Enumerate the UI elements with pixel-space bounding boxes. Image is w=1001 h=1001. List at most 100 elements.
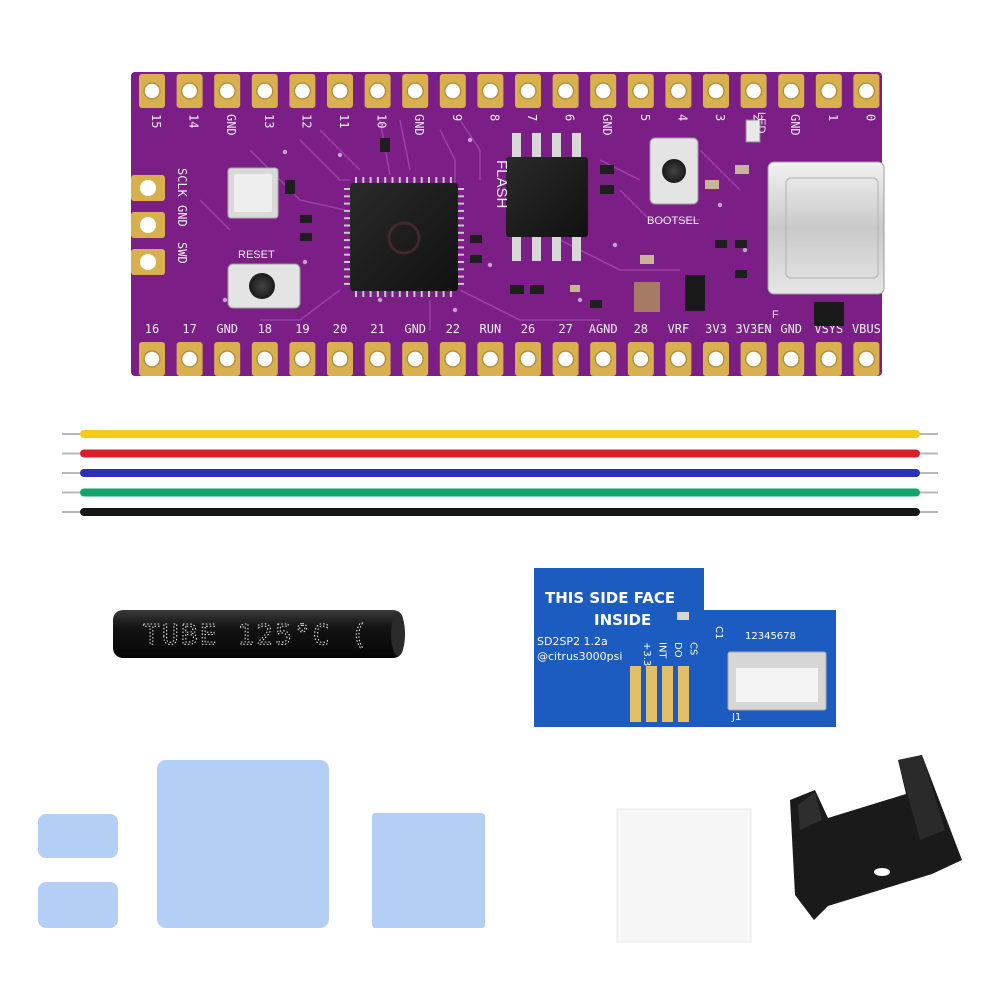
adapter-line1: THIS SIDE FACE (545, 589, 675, 607)
bottom-pin-14 (627, 342, 654, 376)
top-pin-14 (627, 74, 654, 108)
top-pin-4 (251, 74, 278, 108)
debug-pin-1 (131, 175, 165, 201)
raspberry-logo-icon (387, 221, 421, 255)
top-pin-label: GND (412, 114, 426, 136)
top-pin-9 (439, 74, 466, 108)
tube-label: TUBE 125°C ( (143, 618, 369, 651)
bottom-pin-label: RUN (480, 322, 502, 336)
top-pin-7 (364, 74, 391, 108)
flash-label: FLASH (493, 160, 510, 208)
adapter-pin-label: INT (657, 642, 668, 659)
adapter-pin-label: +3.3 (641, 642, 652, 666)
top-pin-17 (740, 74, 767, 108)
pcb-vias (222, 137, 748, 313)
top-pin-13 (590, 74, 617, 108)
top-pin-3 (214, 74, 241, 108)
bottom-pin-19 (815, 342, 842, 376)
bottom-pin-8 (402, 342, 429, 376)
thermal-pad-large (157, 760, 329, 928)
reset-button[interactable] (227, 263, 301, 309)
bottom-pin-2 (176, 342, 203, 376)
top-pin-label: 7 (525, 114, 539, 121)
debug-pin-label: SWD (175, 242, 189, 264)
top-pin-20 (853, 74, 880, 108)
bottom-pin-label: 27 (558, 322, 572, 336)
bottom-pin-label: AGND (589, 322, 618, 336)
bottom-pin-label: 17 (182, 322, 196, 336)
bottom-pin-label: 19 (295, 322, 309, 336)
top-pin-6 (327, 74, 353, 108)
gold-finger (662, 666, 673, 722)
thermal-pads (38, 760, 485, 928)
wire-4 (62, 488, 938, 497)
capacitor (677, 612, 689, 620)
bottom-pin-5 (289, 342, 316, 376)
bottom-pin-20 (853, 342, 880, 376)
bottom-pin-label: 3V3EN (736, 322, 772, 336)
adapter-pin-label: CS (688, 642, 699, 655)
bootsel-button[interactable] (649, 137, 699, 205)
bottom-pin-label: GND (404, 322, 426, 336)
bottom-pin-10 (477, 342, 504, 376)
top-pin-15 (665, 74, 692, 108)
bottom-pin-1 (139, 342, 165, 376)
bottom-pin-16 (703, 342, 729, 376)
top-pin-label: 5 (638, 114, 652, 121)
bottom-pin-label: GND (780, 322, 802, 336)
bottom-pin-3 (214, 342, 241, 376)
bottom-pin-label: VBUS (852, 322, 881, 336)
bottom-pin-15 (665, 342, 692, 376)
sd-socket (727, 651, 827, 711)
bottom-pin-label: VRF (668, 322, 690, 336)
top-pin-16 (703, 74, 729, 108)
top-pin-label: 0 (863, 114, 877, 121)
reset-label: RESET (238, 249, 275, 261)
wire-5 (62, 508, 938, 516)
bottom-pin-label: 21 (370, 322, 384, 336)
gold-finger (678, 666, 689, 722)
top-pin-8 (402, 74, 429, 108)
bottom-pin-label: 28 (634, 322, 648, 336)
top-pin-2 (176, 74, 203, 108)
top-pin-label: 4 (675, 114, 689, 121)
top-pin-label: 2 (751, 114, 765, 121)
gold-finger (630, 666, 641, 722)
top-pin-label: 9 (450, 114, 464, 121)
top-pin-19 (815, 74, 842, 108)
top-pin-label: GND (788, 114, 802, 136)
adapter-line2: INSIDE (594, 611, 651, 629)
debug-pin-3 (131, 249, 165, 275)
bottom-pin-label: 16 (145, 322, 159, 336)
thermal-pad-medium (372, 813, 485, 928)
wire-3 (62, 469, 938, 477)
top-pin-label: 14 (187, 114, 201, 128)
bottom-pin-4 (251, 342, 278, 376)
stand-hole (874, 868, 890, 876)
adapter-pin-labels: +3.3 INT DO CS (641, 642, 699, 666)
top-pin-11 (515, 74, 541, 108)
bottom-pin-18 (778, 342, 805, 376)
bottom-pin-label: GND (216, 322, 238, 336)
top-pin-1 (139, 74, 165, 108)
top-pin-5 (289, 74, 316, 108)
top-pin-label: 15 (149, 114, 163, 128)
sd2sp2-adapter: THIS SIDE FACE INSIDE SD2SP2 1.2a @citru… (534, 568, 836, 727)
adapter-fingers (630, 666, 689, 722)
flash-chip (506, 133, 588, 261)
debug-pin-label: SCLK (175, 168, 189, 198)
bottom-pin-17 (740, 342, 767, 376)
usb-c-port (767, 161, 885, 295)
bottom-pin-11 (515, 342, 541, 376)
bottom-pin-label: 22 (446, 322, 460, 336)
adapter-pin-label: DO (672, 642, 683, 658)
c1-label: C1 (713, 626, 724, 639)
board-stand (790, 755, 962, 920)
bottom-pin-label: 18 (258, 322, 272, 336)
top-pin-label: 10 (375, 114, 389, 128)
top-pin-label: 1 (826, 114, 840, 121)
top-pin-label: 11 (337, 114, 351, 128)
